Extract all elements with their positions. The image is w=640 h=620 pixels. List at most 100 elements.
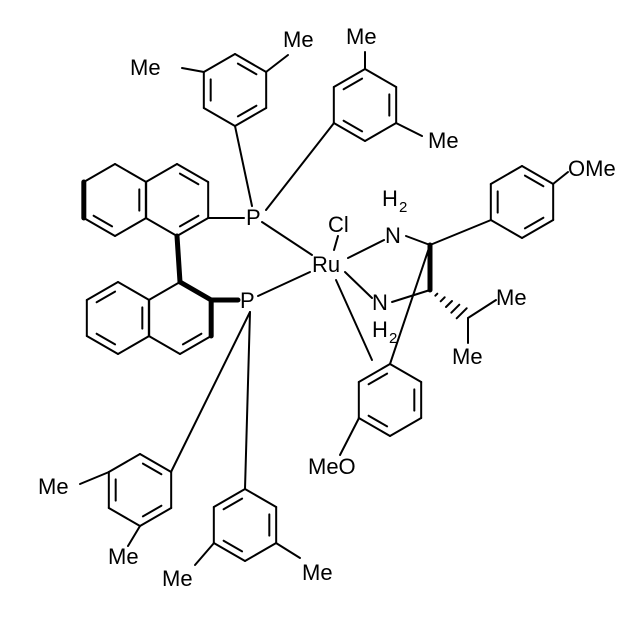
bond [117,335,151,355]
bond [212,542,246,562]
bond [181,67,205,73]
chlorine-label: Cl [328,212,349,237]
bond [141,462,163,476]
bond [405,235,431,246]
bond [523,216,545,230]
methyl-label: Me [302,560,333,585]
bond [170,311,251,473]
ruthenium-label: Ru [312,252,340,277]
bond [261,221,313,256]
bond [333,235,339,251]
bond [364,68,398,88]
bond [332,68,366,88]
bond [179,335,213,355]
methyl-label: Me [130,55,161,80]
bond [445,300,453,308]
bond [342,119,364,133]
methoxy-label: MeO [308,454,356,479]
bond [202,107,236,127]
bond [92,214,114,228]
bond [357,417,391,437]
bond [147,281,181,301]
bond [95,332,117,346]
bond [234,125,253,207]
bond [244,542,278,562]
bond [222,497,244,511]
bond [234,53,268,73]
bond [127,525,141,547]
nitrogen-label: N [385,223,401,248]
methyl-label: Me [108,544,139,569]
bond [144,217,178,237]
bond [344,271,373,299]
bond [244,311,251,490]
bond [82,217,116,237]
bond [139,507,173,527]
bond [275,542,301,559]
bond [95,290,117,304]
bond [389,417,423,437]
phosphorus-label: P [246,205,261,230]
bond [139,453,173,473]
bond [181,332,203,346]
bond [178,172,200,186]
methyl-label: Me [162,566,193,591]
bond [521,219,555,239]
bond [391,289,431,303]
phosphorus-label: P [240,288,255,313]
bond [117,281,151,301]
bond [347,239,385,259]
bond [335,279,373,361]
bond [244,488,278,508]
bond [202,53,236,73]
bond [147,335,181,355]
atom-labels: Me Me Me Me Me Me Me Me P P Ru Cl N H 2 … [38,24,616,591]
bond [265,54,289,73]
methyl-label: Me [452,344,483,369]
nitrogen-label: N [372,290,388,315]
bond [176,217,210,237]
bond [212,488,246,508]
bond [141,504,163,518]
bond [114,163,148,183]
bond [177,279,214,303]
bond [439,296,446,303]
bond [107,507,141,527]
hydrogen-count: 2 [389,330,397,347]
bond [523,174,545,188]
bond [79,471,110,485]
methoxy-label: OMe [568,156,616,181]
bond [194,542,215,566]
bond [357,363,391,383]
bond [434,292,439,297]
bond [257,271,311,297]
bond [367,372,389,386]
bond [107,453,141,473]
bond [236,104,258,118]
bond [85,335,119,355]
bond [339,417,360,456]
bond [85,281,119,301]
methyl-label: Me [346,24,377,49]
bond [364,122,398,142]
bond [234,107,268,127]
bond [265,122,335,211]
methyl-label: Me [38,474,69,499]
hydrogen-count: 2 [399,199,407,216]
bond [489,219,523,239]
hydrogen-label: H [372,317,388,342]
bond [389,363,423,383]
hydrogen-label: H [382,186,398,211]
bond [174,233,183,285]
bond [222,539,244,553]
bond [176,163,210,183]
bonds [79,51,569,566]
bond [450,303,461,314]
bond [82,163,116,183]
bond [395,122,423,137]
bond [552,171,569,185]
methyl-label: Me [496,285,527,310]
bond [144,163,178,183]
